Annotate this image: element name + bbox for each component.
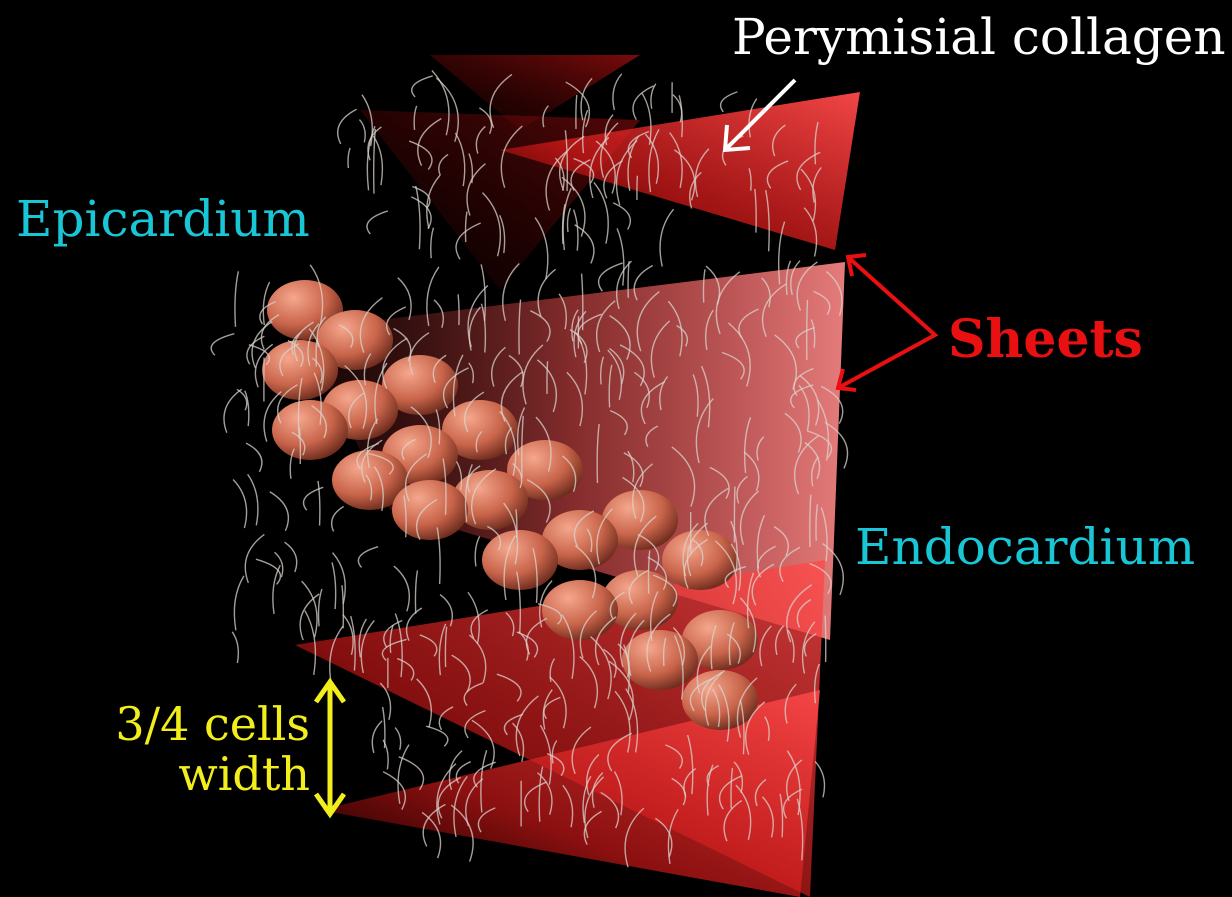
collagen-fiber — [825, 616, 826, 662]
collagen-fiber — [547, 361, 548, 394]
collagen-fiber — [394, 566, 409, 611]
cell-width-label-line1: 3/4 cells — [60, 700, 310, 750]
collagen-fiber — [245, 534, 264, 582]
collagen-fiber — [275, 552, 283, 577]
collagen-fiber — [359, 120, 365, 143]
myocyte-cell — [682, 670, 758, 730]
collagen-fiber — [431, 228, 434, 258]
myocyte-cell — [662, 530, 738, 590]
collagen-fiber — [348, 148, 350, 168]
collagen-fiber — [332, 562, 336, 609]
epicardium-label: Epicardium — [16, 194, 310, 244]
collagen-fiber — [332, 507, 344, 532]
endocardium-label: Endocardium — [855, 522, 1195, 572]
collagen-fiber — [398, 278, 411, 320]
myocyte-cell — [622, 630, 698, 690]
collagen-fiber — [211, 334, 234, 356]
collagen-fiber — [372, 721, 382, 753]
collagen-fiber — [270, 492, 289, 531]
myocyte-cell — [392, 480, 468, 540]
collagen-fiber — [574, 210, 578, 251]
collagen-fiber — [374, 129, 376, 194]
collagen-fiber — [338, 109, 357, 144]
collagen-fiber — [316, 340, 317, 367]
cell-width-label-line2: width — [60, 750, 310, 800]
collagen-fiber — [416, 186, 420, 249]
perymisial-collagen-label: Perymisial collagen — [732, 12, 1226, 62]
collagen-fiber — [234, 576, 244, 631]
collagen-fiber — [412, 76, 433, 97]
collagen-fiber — [576, 95, 577, 129]
collagen-fiber — [807, 300, 808, 360]
collagen-fiber — [660, 209, 674, 266]
collagen-fiber — [318, 481, 320, 526]
collagen-fiber — [613, 74, 622, 110]
collagen-fiber — [415, 570, 417, 613]
collagen-fiber — [224, 389, 242, 433]
cell-width-label: 3/4 cells width — [60, 700, 310, 799]
collagen-fiber — [426, 726, 448, 746]
collagen-fiber — [235, 271, 238, 327]
collagen-fiber — [285, 542, 297, 572]
vertical-double-arrow-icon — [316, 682, 344, 814]
collagen-fiber — [342, 585, 343, 628]
collagen-fiber — [475, 536, 479, 566]
collagen-fiber — [246, 443, 262, 472]
collagen-fiber — [399, 757, 424, 790]
collagen-fiber — [395, 728, 401, 750]
collagen-fiber — [599, 263, 623, 291]
collagen-fiber — [367, 211, 388, 234]
collagen-fiber — [568, 208, 571, 232]
collagen-fiber — [721, 92, 738, 112]
collagen-fiber — [594, 182, 608, 243]
myocyte-cell — [482, 530, 558, 590]
collagen-fiber — [383, 740, 388, 770]
collagen-fiber — [815, 761, 824, 797]
collagen-fiber — [248, 474, 258, 525]
collagen-fiber — [613, 203, 630, 230]
collagen-fiber — [734, 487, 735, 543]
collagen-fiber — [232, 632, 238, 663]
sheets-label: Sheets — [948, 314, 1143, 366]
collagen-fiber — [233, 479, 247, 528]
collagen-fiber — [358, 547, 378, 568]
myocyte-cell — [542, 580, 618, 640]
myocyte-cell — [272, 400, 348, 460]
double-arrow-icon — [838, 255, 935, 390]
